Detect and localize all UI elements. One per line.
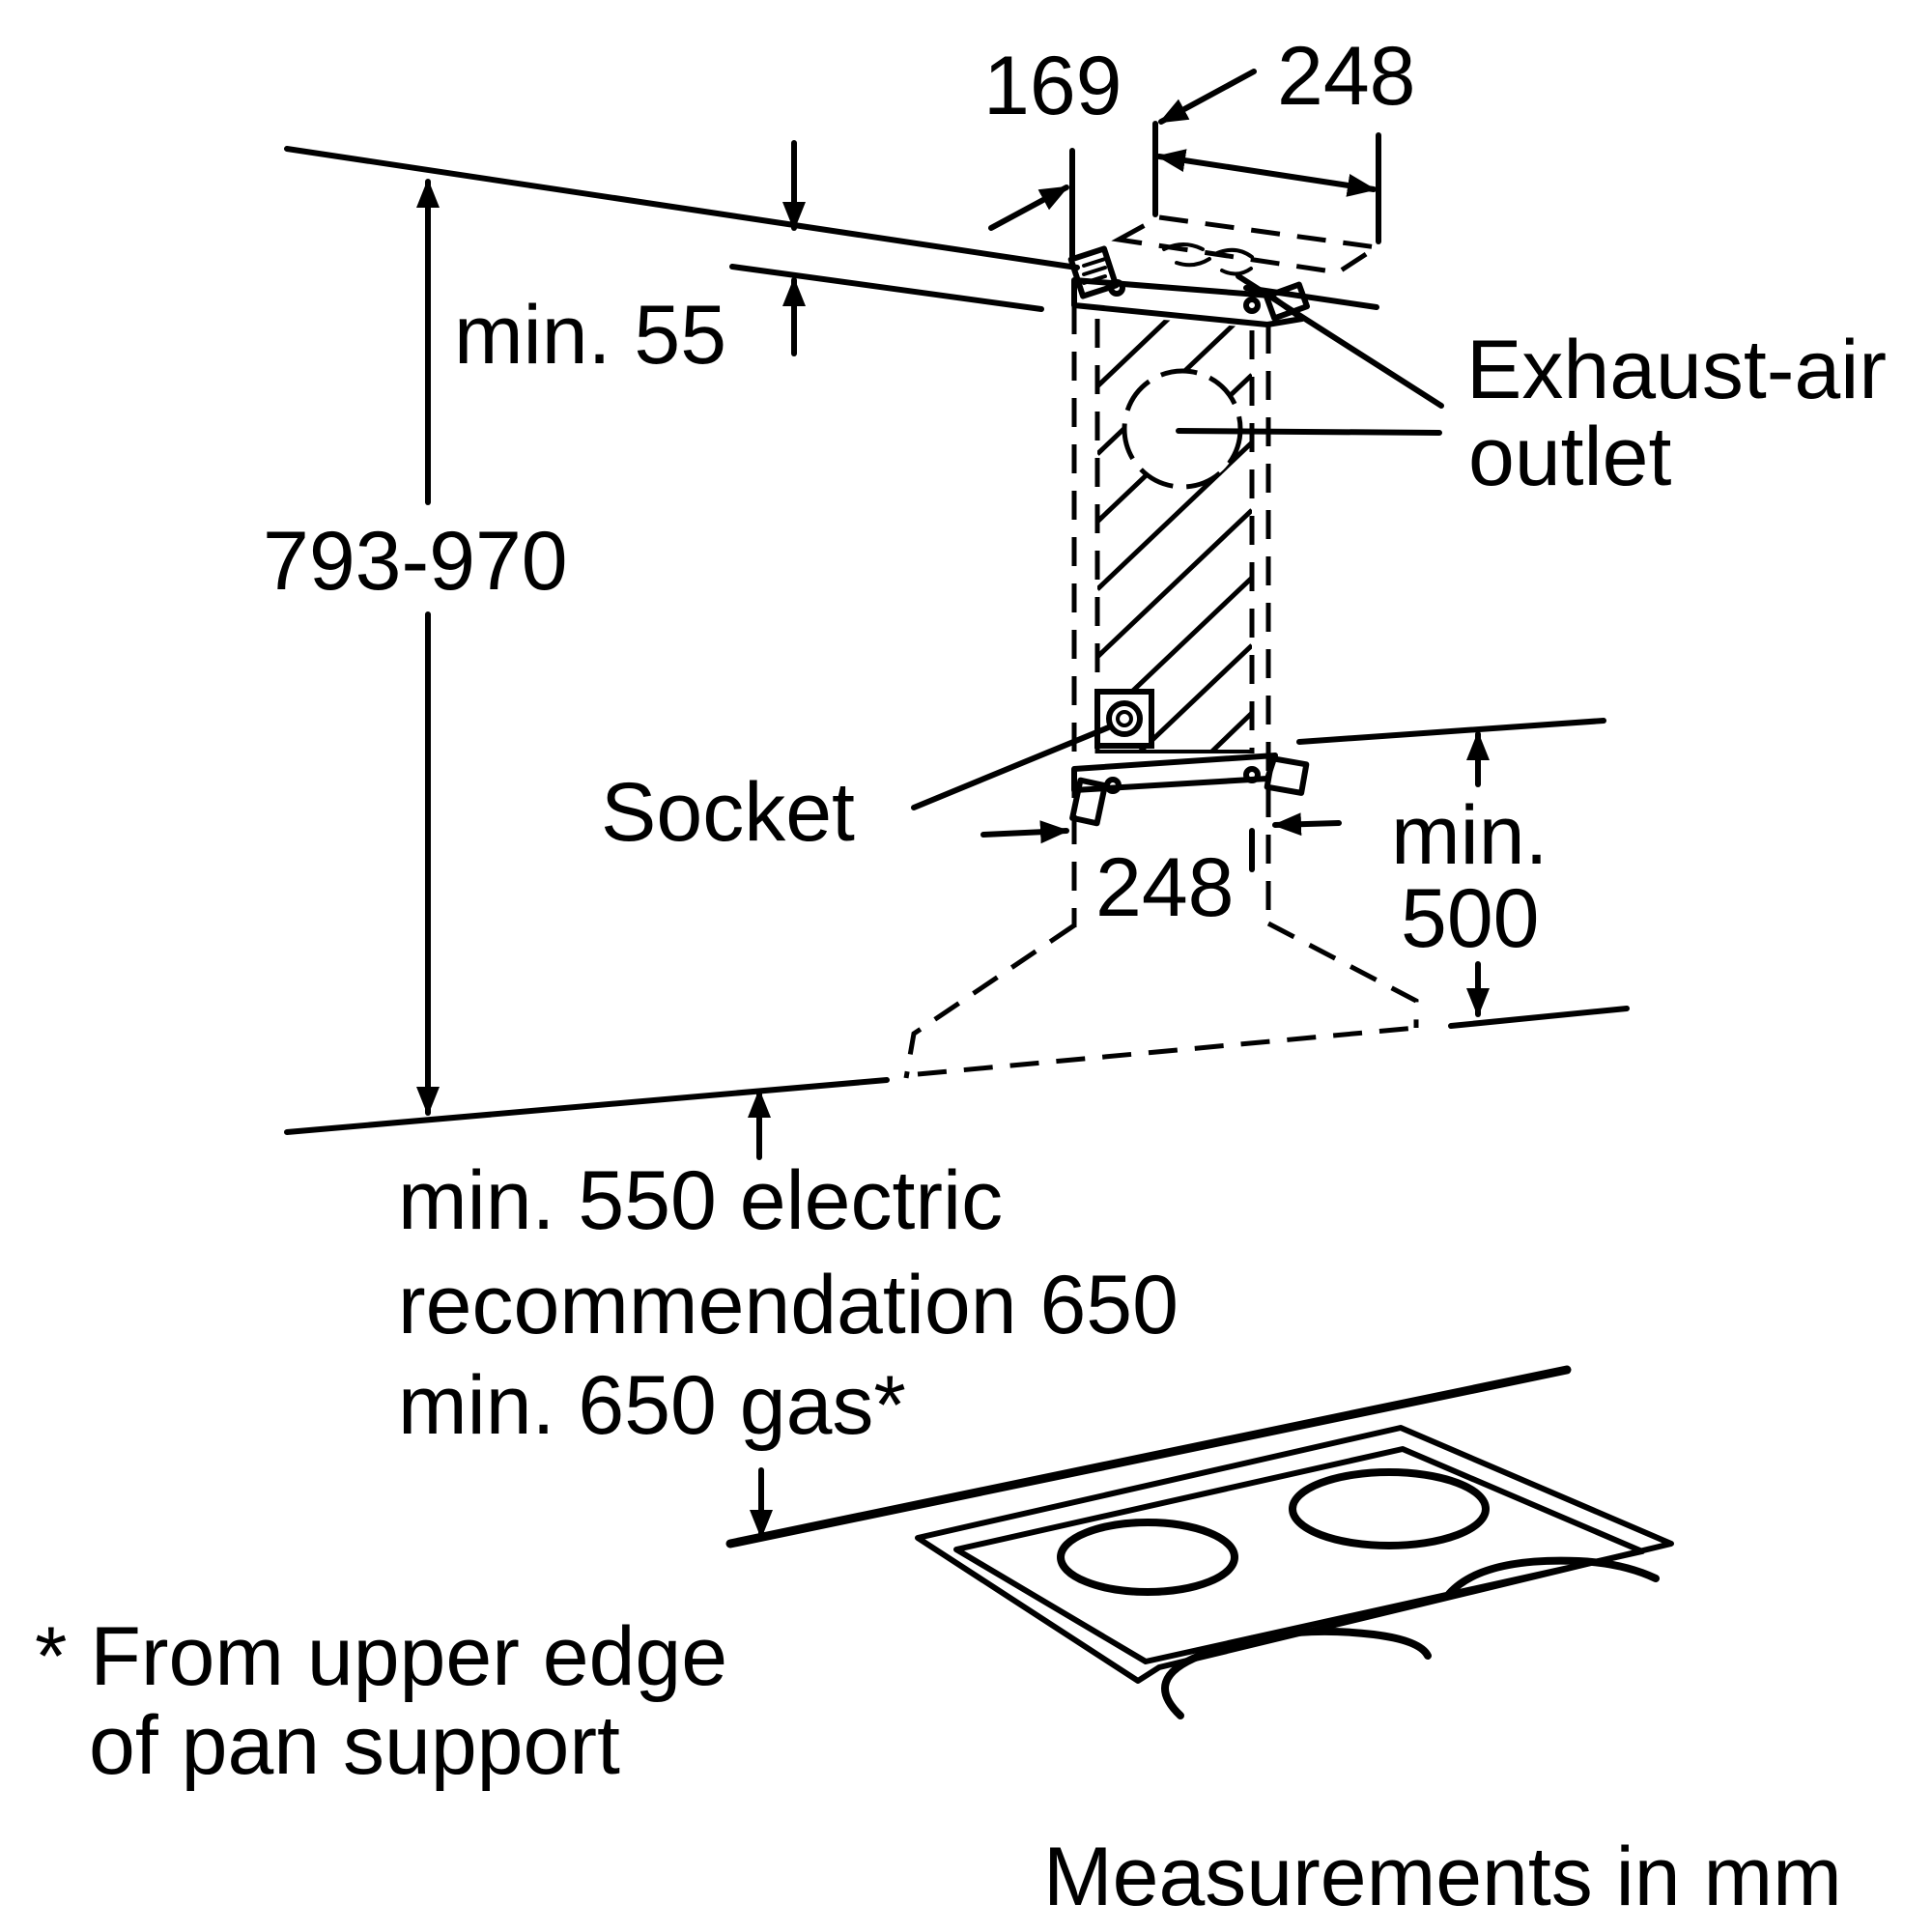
cooking-zone-3 [1445,1556,1660,1598]
outlet-label: outlet [1468,411,1671,503]
chimney-width-arrow-left [980,820,1069,844]
cooking-zone-2 [1289,1468,1490,1549]
ceiling-gap-label: min. 55 [454,289,726,382]
footnote-line-1: * From upper edge [35,1610,727,1703]
screw-hole [1243,766,1261,783]
footnote-line-2: of pan support [89,1699,620,1792]
hood-gap-label-line1: min. [1391,789,1548,882]
depth-label: 169 [983,40,1122,132]
exhaust-air-label: Exhaust-air [1466,324,1887,416]
chimney-width-arrow-right [1272,812,1342,837]
screw-hole [1104,777,1122,794]
units-caption: Measurements in mm [1043,1831,1842,1923]
exhaust-fittings [1162,242,1254,276]
hood-bottom-edge [917,1025,1417,1077]
tab-stripe [1082,257,1107,268]
socket-label: Socket [601,766,855,859]
ceiling-line-right [1243,285,1379,310]
hood-bottom-reference-line [284,1077,890,1135]
depth-arrow [988,185,1069,231]
socket-leader [911,724,1114,810]
width-leader [1158,69,1257,125]
cooking-zone-4 [1161,1627,1432,1719]
hood-canopy-right [1266,921,1419,1028]
clearance-line-1: min. 550 electric [398,1154,1003,1247]
overall-height-label: 793-970 [263,515,568,608]
hood-gap-label-line2: 500 [1401,872,1540,965]
ceiling-line [284,146,1080,270]
bottom-bracket-tab-left [1069,777,1108,827]
socket-outer-ring [1106,700,1143,737]
hood-bottom-reference-line-right [1448,1006,1630,1029]
top-duct-outline [1111,214,1383,275]
chimney-width-label: 248 [1095,841,1235,934]
bottom-bracket-tab-right [1264,755,1310,796]
clearance-line-2: recommendation 650 [398,1259,1179,1351]
clearance-line-3: min. 650 gas* [398,1359,906,1452]
screw-hole [1243,297,1261,314]
socket-box [1094,689,1154,749]
top-mounting-bracket [1071,277,1305,327]
exhaust-leader-2 [1176,428,1442,436]
cooking-zone-1 [1057,1519,1238,1596]
top-width-label: 248 [1277,30,1416,123]
tab-stripe [1082,274,1107,285]
ceiling-offset-line [729,264,1044,312]
top-bracket-tab-left [1067,245,1120,299]
hood-canopy-left [903,923,1076,1079]
screw-hole [1108,279,1125,297]
socket-inner-ring [1116,710,1133,727]
cooktop-inner [953,1446,1645,1664]
pan-support-upper-edge [725,1365,1572,1548]
tab-stripe [1082,266,1107,276]
cooktop-outer [915,1425,1674,1684]
bracket-reference-line [1296,718,1606,745]
width-arrow [1156,149,1377,197]
exhaust-leader-1 [1236,273,1444,409]
